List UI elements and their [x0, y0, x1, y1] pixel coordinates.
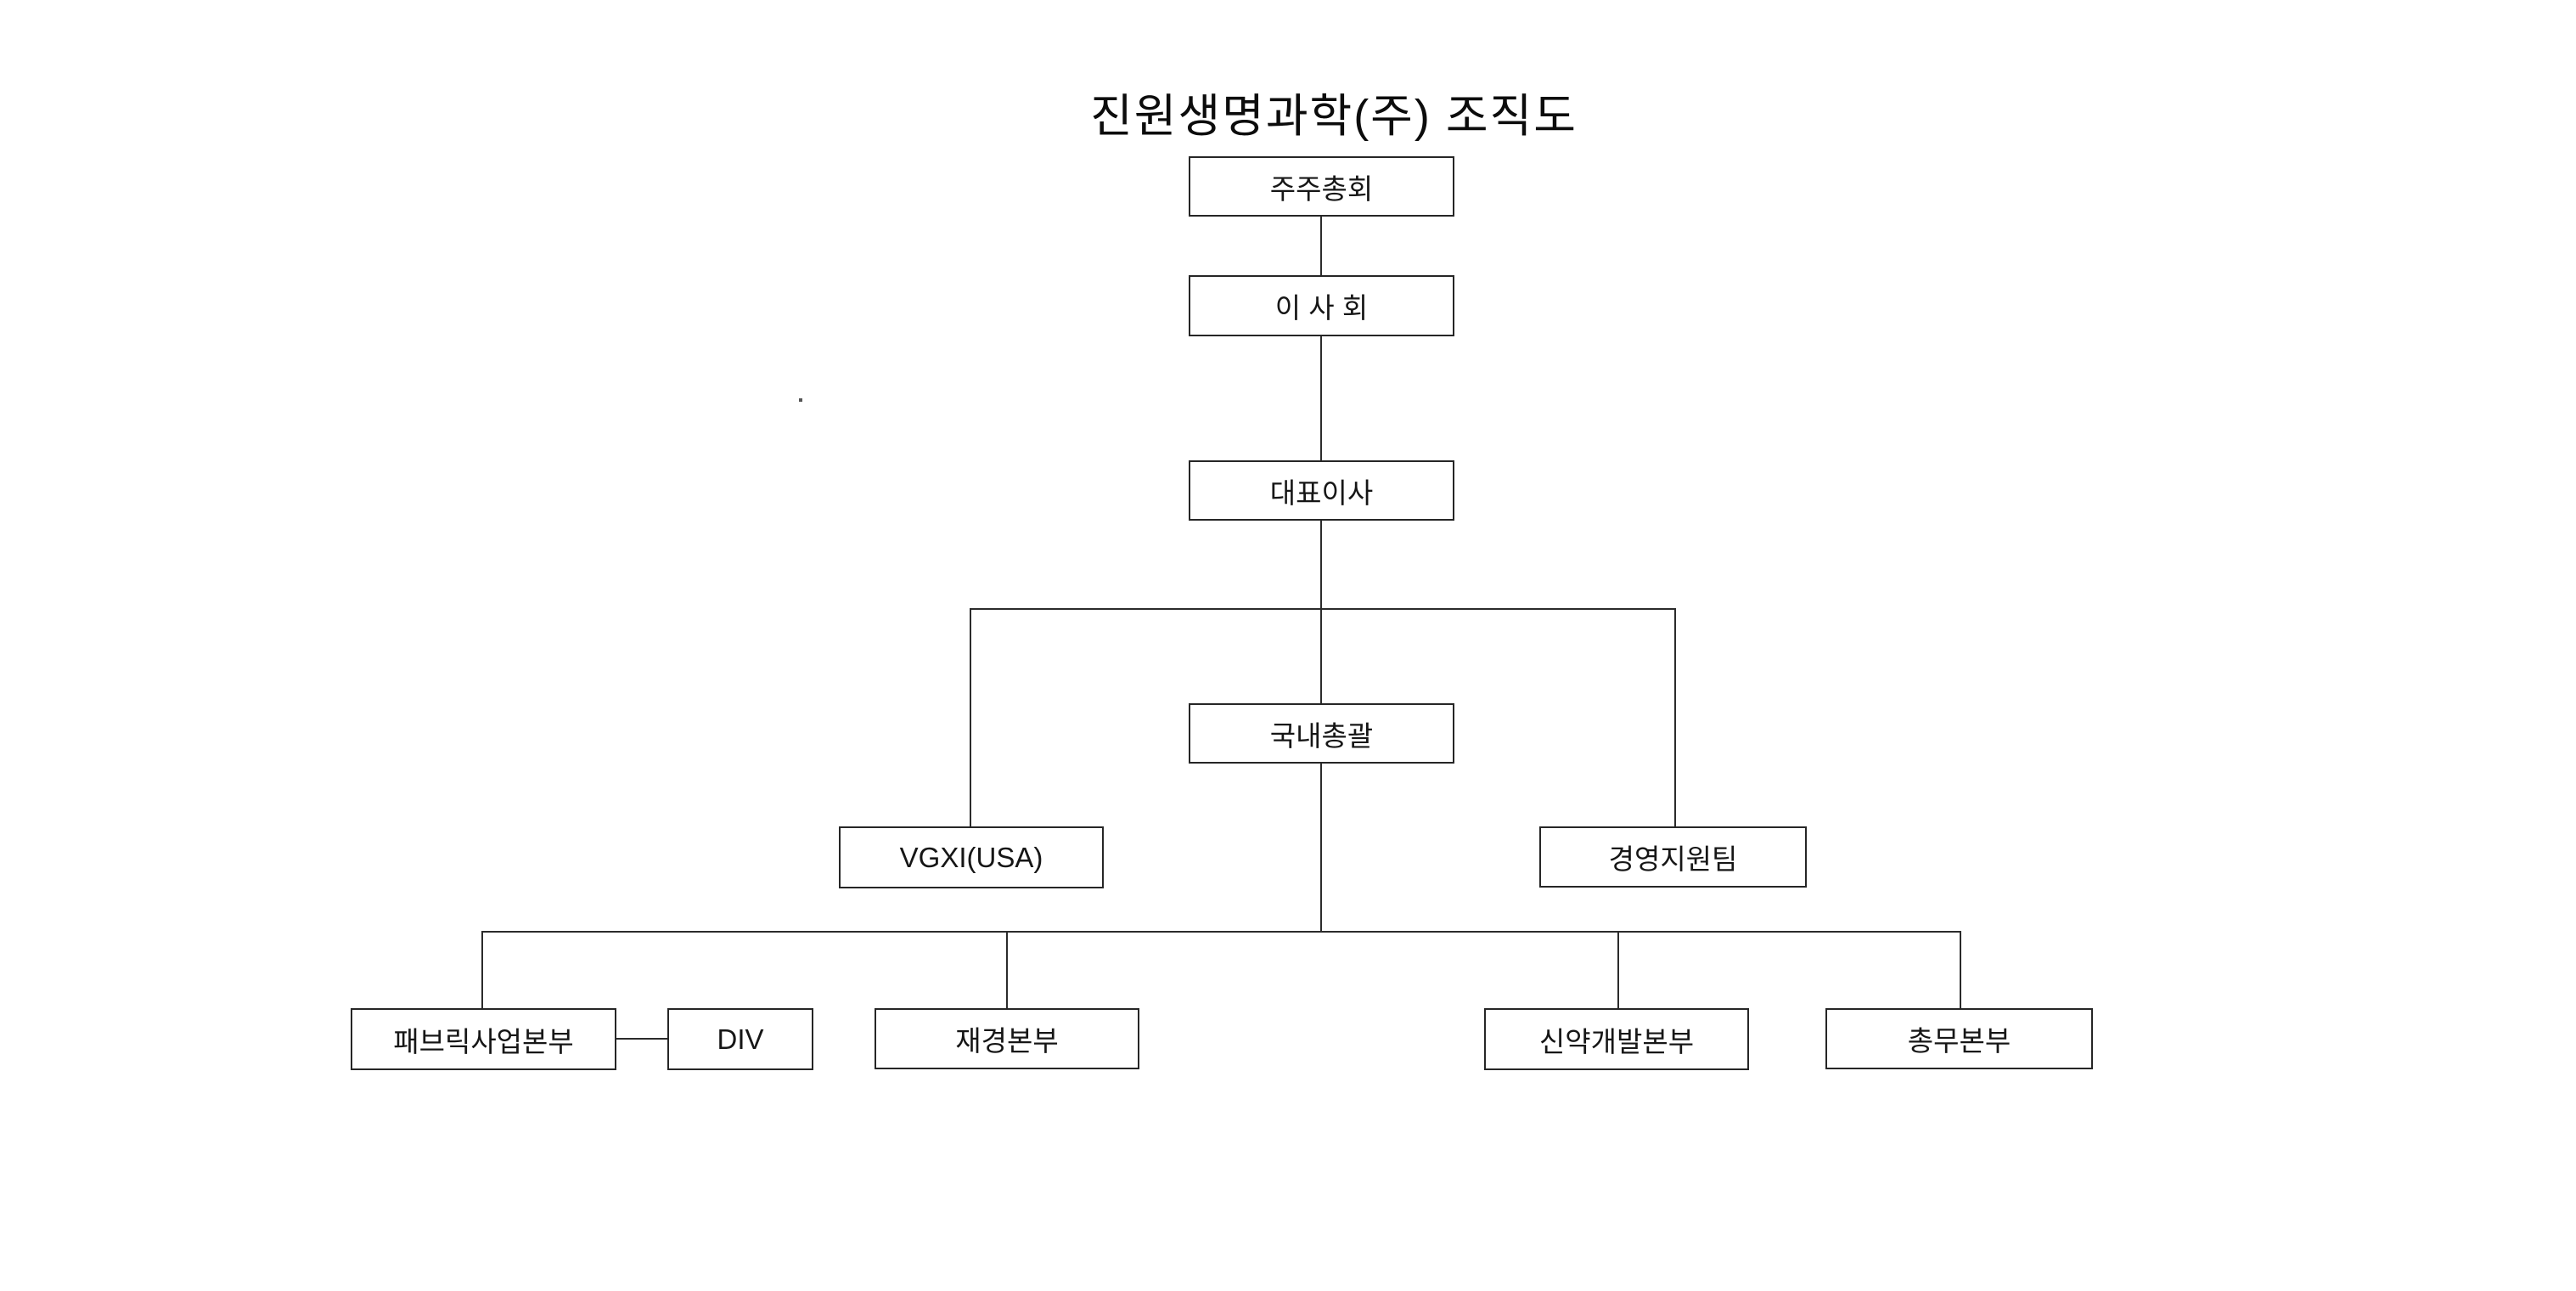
org-node-board-of-directors: 이 사 회	[1189, 275, 1454, 336]
org-node-label: 국내총괄	[1269, 719, 1374, 752]
org-node-label: DIV	[717, 1023, 764, 1055]
org-node-label: 패브릭사업본부	[393, 1025, 574, 1057]
org-node-label: 경영지원팀	[1608, 843, 1738, 875]
connector-board-ceo	[1320, 336, 1322, 461]
connector-shareholders-board	[1320, 217, 1322, 276]
org-node-management-support: 경영지원팀	[1539, 826, 1807, 888]
connector-fabric-div	[616, 1038, 667, 1040]
org-node-label: 재경본부	[955, 1025, 1059, 1057]
connector-domestic-down	[1320, 764, 1322, 932]
org-node-drug-development-hq: 신약개발본부	[1484, 1008, 1749, 1070]
org-node-fabric-business: 패브릭사업본부	[351, 1008, 616, 1070]
connector-drop-management-support	[1674, 608, 1676, 827]
connector-drop-general-affairs	[1960, 931, 1961, 1009]
org-node-label: 신약개발본부	[1538, 1025, 1695, 1057]
page-title: 진원생명과학(주) 조직도	[1090, 91, 1578, 142]
org-node-vgxi-usa: VGXI(USA)	[839, 826, 1104, 888]
org-node-label: 총무본부	[1907, 1025, 2011, 1057]
org-node-shareholders-meeting: 주주총회	[1189, 156, 1454, 217]
connector-drop-drug-development	[1617, 931, 1619, 1009]
org-node-ceo: 대표이사	[1189, 460, 1454, 521]
org-node-label: 주주총회	[1269, 172, 1374, 205]
connector-drop-finance	[1006, 931, 1008, 1009]
org-node-div: DIV	[667, 1008, 813, 1070]
artifact-dot	[799, 398, 802, 402]
org-node-label: 대표이사	[1269, 476, 1374, 509]
org-node-domestic-general: 국내총괄	[1189, 703, 1454, 764]
org-node-general-affairs-hq: 총무본부	[1825, 1008, 2093, 1069]
connector-drop-vgxi	[970, 608, 971, 827]
connector-branch-bottom-horizontal	[481, 931, 1961, 933]
org-node-label: 이 사 회	[1274, 292, 1369, 324]
org-node-label: VGXI(USA)	[899, 841, 1043, 873]
org-node-finance-hq: 재경본부	[875, 1008, 1139, 1069]
connector-ceo-down	[1320, 521, 1322, 704]
connector-drop-fabric	[481, 931, 483, 1009]
connector-branch-top-horizontal	[970, 608, 1676, 610]
